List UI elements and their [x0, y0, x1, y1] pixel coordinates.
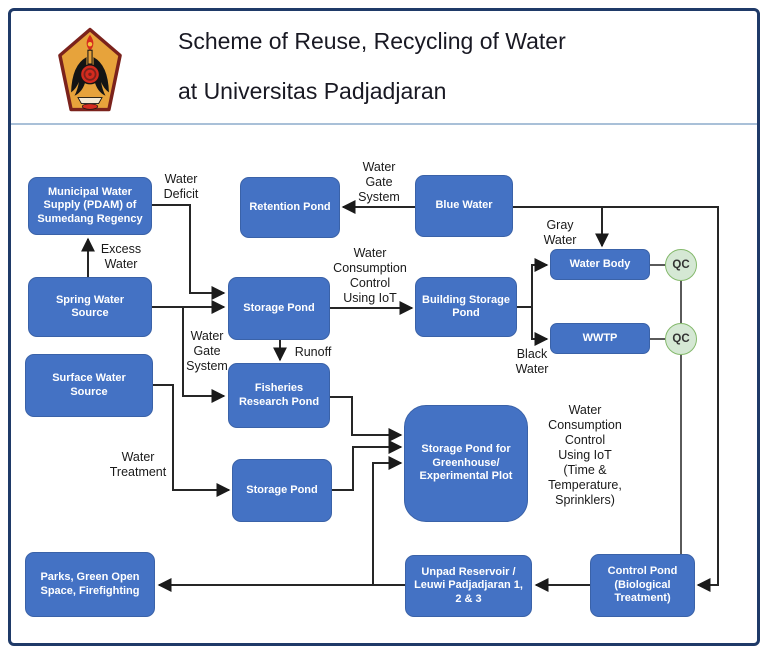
edge-unpad-to-greenhouse: [372, 456, 403, 585]
edge-label-water-deficit: Water Deficit: [163, 172, 199, 201]
node-parks-green-open-space: Parks, Green Open Space, Firefighting: [25, 552, 155, 617]
edge-storagelow-to-greenhouse: [332, 440, 403, 491]
edge-label-water-consumption-iot: Water Consumption Control Using IoT: [333, 246, 407, 305]
edge-watergate-to-fisheries: [182, 307, 226, 403]
logo-lotus: [77, 97, 103, 104]
node-unpad-reservoir: Unpad Reservoir / Leuwi Padjadjaran 1, 2…: [405, 555, 532, 617]
node-surface-water-source: Surface Water Source: [25, 354, 153, 417]
node-wwtp: WWTP: [550, 323, 650, 354]
edge-label-water-treatment: Water Treatment: [109, 450, 167, 479]
node-water-body: Water Body: [550, 249, 650, 280]
node-storage-pond-main: Storage Pond: [228, 277, 330, 340]
edge-fisheries-to-greenhouse: [330, 396, 403, 442]
edge-label-black-water: Black Water: [515, 347, 549, 376]
edge-bluewater-to-controlpond: [513, 206, 719, 592]
edge-surface-to-storagelow: [153, 384, 231, 497]
edge-building-to-waterbody: [517, 258, 549, 308]
node-control-pond: Control Pond (Biological Treatment): [590, 554, 695, 617]
node-storage-pond-treated: Storage Pond: [232, 459, 332, 522]
qc-badge-wwtp: QC: [665, 323, 697, 355]
node-fisheries-research-pond: Fisheries Research Pond: [228, 363, 330, 428]
edge-label-iot-sprinklers: Water Consumption Control Using IoT (Tim…: [548, 403, 622, 507]
logo-left-wing: [71, 57, 87, 96]
edge-label-water-gate-system-top: Water Gate System: [358, 160, 400, 204]
page-title-line2: at Universitas Padjadjaran: [178, 78, 447, 104]
node-greenhouse-storage-pond: Storage Pond for Greenhouse/ Experimenta…: [404, 405, 528, 522]
edge-label-excess-water: Excess Water: [100, 242, 142, 271]
edge-building-to-wwtp: [531, 307, 549, 346]
edge-label-runoff: Runoff: [294, 345, 332, 359]
page-title-line1: Scheme of Reuse, Recycling of Water: [178, 28, 566, 54]
header-divider: [11, 123, 757, 125]
node-building-storage-pond: Building Storage Pond: [415, 277, 517, 337]
qc-badge-water-body: QC: [665, 249, 697, 281]
edge-municipal-to-storage: [152, 204, 226, 300]
node-retention-pond: Retention Pond: [240, 177, 340, 238]
node-municipal-water-supply: Municipal Water Supply (PDAM) of Sumedan…: [28, 177, 152, 235]
node-spring-water-source: Spring Water Source: [28, 277, 152, 337]
edge-label-water-gate-system-mid: Water Gate System: [186, 329, 228, 373]
edge-label-gray-water: Gray Water: [543, 218, 577, 247]
node-blue-water: Blue Water: [415, 175, 513, 237]
universitas-padjadjaran-logo: [58, 27, 122, 112]
logo-right-wing: [93, 57, 109, 96]
